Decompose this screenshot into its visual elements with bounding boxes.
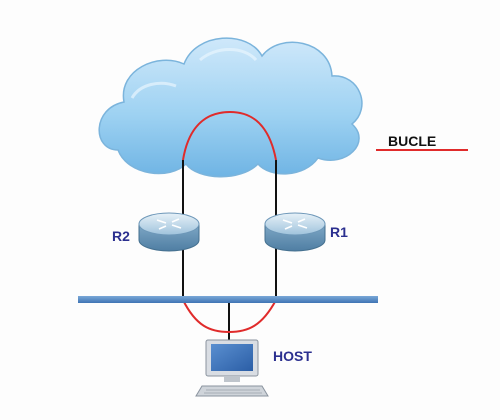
cloud-icon xyxy=(98,37,363,178)
host-label: HOST xyxy=(273,348,312,364)
router-r2-icon xyxy=(138,212,200,252)
loop-path-top xyxy=(182,110,277,161)
router-r2-label: R2 xyxy=(112,228,130,244)
legend-label: BUCLE xyxy=(388,133,437,149)
computer-icon xyxy=(195,339,269,397)
loop-path-bottom xyxy=(182,299,277,334)
router-r1-icon xyxy=(264,212,326,252)
network-bus xyxy=(78,296,378,303)
router-r1-label: R1 xyxy=(330,224,348,240)
